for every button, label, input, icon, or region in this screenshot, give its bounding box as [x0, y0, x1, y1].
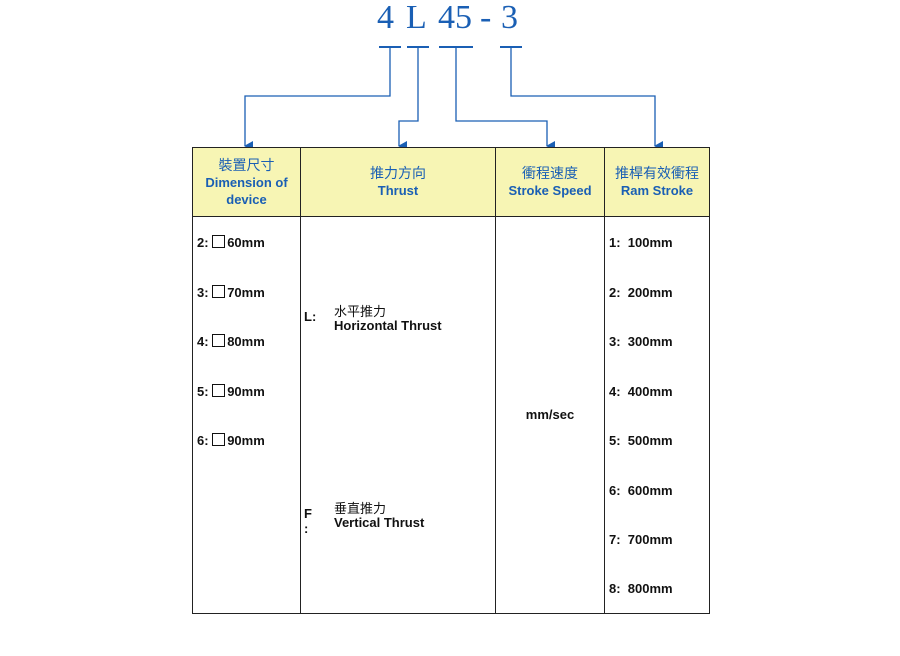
header-dimension-en: Dimension of device	[205, 174, 288, 207]
stroke-cell: 1: 100mm 2: 200mm 3: 300mm 4: 400mm 5: 5…	[604, 216, 710, 614]
code-char-stroke: 3	[501, 0, 518, 36]
thrust-zh: 水平推力	[334, 304, 387, 319]
header-dimension: 裝置尺寸 Dimension of device	[192, 147, 301, 217]
dimension-value: 80mm	[227, 334, 265, 349]
code-char-dash: -	[480, 0, 492, 36]
header-stroke-zh: 推桿有效衝程	[615, 165, 699, 181]
square-icon	[212, 235, 226, 248]
connector-dimension	[244, 47, 391, 151]
stroke-option: 6: 600mm	[609, 483, 673, 498]
stroke-value: 500mm	[627, 433, 673, 448]
stroke-value: 800mm	[627, 581, 673, 596]
stroke-key: 6:	[609, 483, 621, 498]
stroke-option: 7: 700mm	[609, 532, 673, 547]
square-icon	[212, 384, 226, 397]
code-char-dimension: 4	[377, 0, 394, 36]
connector-stroke	[510, 47, 663, 151]
header-speed-en: Stroke Speed	[508, 183, 592, 198]
connector-speed	[455, 47, 555, 151]
header-row: 裝置尺寸 Dimension of device 推力方向 Thrust 衝程速…	[192, 147, 710, 217]
connector-thrust	[398, 47, 419, 151]
square-icon	[212, 334, 226, 347]
header-stroke-en: Ram Stroke	[620, 183, 694, 198]
thrust-en: Vertical Thrust	[334, 515, 425, 530]
dimension-value: 70mm	[227, 285, 265, 300]
dimension-value: 60mm	[227, 235, 265, 250]
dimension-option: 6: 90mm	[197, 433, 265, 448]
header-thrust: 推力方向 Thrust	[300, 147, 496, 217]
dimension-key: 4:	[197, 334, 209, 349]
dimension-cell: 2: 60mm 3: 70mm 4: 80mm 5: 90mm 6: 90mm	[192, 216, 301, 614]
dimension-value: 90mm	[227, 433, 265, 448]
thrust-zh: 垂直推力	[334, 501, 387, 516]
stroke-option: 4: 400mm	[609, 384, 673, 399]
stroke-value: 700mm	[627, 532, 673, 547]
stroke-key: 3:	[609, 334, 621, 349]
stroke-key: 7:	[609, 532, 621, 547]
stroke-key: 4:	[609, 384, 621, 399]
header-thrust-en: Thrust	[377, 183, 419, 198]
square-icon	[212, 285, 226, 298]
speed-unit: mm/sec	[525, 407, 575, 422]
dimension-option: 2: 60mm	[197, 235, 265, 250]
header-stroke: 推桿有效衝程 Ram Stroke	[604, 147, 710, 217]
thrust-en: Horizontal Thrust	[334, 318, 442, 333]
code-char-speed: 45	[438, 0, 472, 36]
stroke-key: 8:	[609, 581, 621, 596]
dimension-option: 4: 80mm	[197, 334, 265, 349]
stroke-value: 300mm	[627, 334, 673, 349]
dimension-option: 3: 70mm	[197, 285, 265, 300]
header-thrust-zh: 推力方向	[370, 165, 426, 181]
thrust-key: F :	[304, 506, 312, 536]
dimension-key: 6:	[197, 433, 209, 448]
speed-cell: mm/sec	[495, 216, 605, 614]
stroke-value: 100mm	[627, 235, 673, 250]
header-dimension-zh: 裝置尺寸	[218, 156, 275, 173]
header-speed: 衝程速度 Stroke Speed	[495, 147, 605, 217]
stroke-option: 1: 100mm	[609, 235, 673, 250]
stroke-option: 8: 800mm	[609, 581, 673, 596]
stroke-value: 600mm	[627, 483, 673, 498]
dimension-value: 90mm	[227, 384, 265, 399]
dimension-option: 5: 90mm	[197, 384, 265, 399]
spec-table: 裝置尺寸 Dimension of device 推力方向 Thrust 衝程速…	[192, 147, 710, 614]
stroke-option: 3: 300mm	[609, 334, 673, 349]
stroke-key: 5:	[609, 433, 621, 448]
stroke-key: 1:	[609, 235, 621, 250]
stroke-value: 200mm	[627, 285, 673, 300]
stroke-option: 5: 500mm	[609, 433, 673, 448]
code-char-thrust: L	[406, 0, 427, 36]
square-icon	[212, 433, 226, 446]
stroke-key: 2:	[609, 285, 621, 300]
dimension-key: 5:	[197, 384, 209, 399]
dimension-key: 3:	[197, 285, 209, 300]
thrust-key: L:	[304, 309, 317, 324]
thrust-cell: L: 水平推力 Horizontal Thrust F : 垂直推力 Verti…	[300, 216, 496, 614]
stroke-option: 2: 200mm	[609, 285, 673, 300]
stroke-value: 400mm	[627, 384, 673, 399]
dimension-key: 2:	[197, 235, 209, 250]
header-speed-zh: 衝程速度	[522, 165, 578, 181]
body-row: 2: 60mm 3: 70mm 4: 80mm 5: 90mm 6: 90mm	[192, 216, 710, 614]
